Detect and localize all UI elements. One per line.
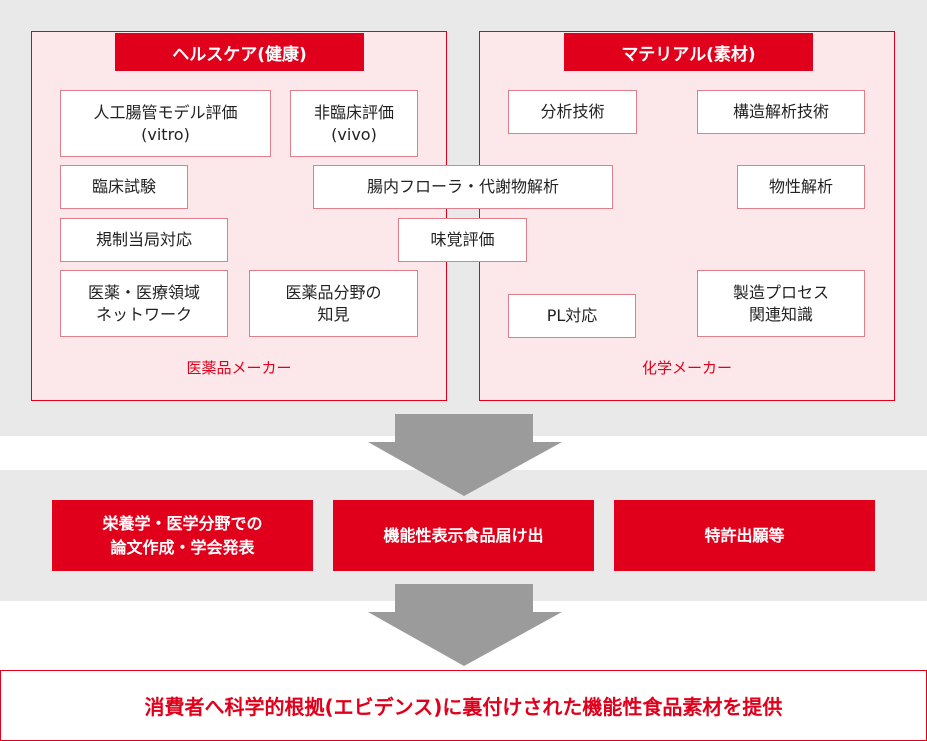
healthcare-panel [31,31,447,401]
material-item-physical: 物性解析 [737,165,865,209]
outcome-functional-food-notification: 機能性表示食品届け出 [333,500,594,571]
healthcare-footer: 医薬品メーカー [186,359,292,377]
material-title: マテリアル(素材) [564,33,813,71]
health-item-network: 医薬・医療領域 ネットワーク [60,270,228,337]
down-arrow-icon [368,584,562,666]
healthcare-title: ヘルスケア(健康) [115,33,364,71]
health-item-vivo: 非臨床評価 (vivo) [290,90,418,157]
health-item-clinical: 臨床試験 [60,165,188,209]
down-arrow-icon [368,414,562,496]
outcome-patent: 特許出願等 [614,500,875,571]
health-item-regulatory: 規制当局対応 [60,218,228,262]
shared-item-taste: 味覚評価 [398,218,527,262]
material-panel [479,31,895,401]
material-item-pl: PL対応 [508,294,636,338]
material-item-process: 製造プロセス 関連知識 [697,270,865,337]
health-item-knowledge: 医薬品分野の 知見 [249,270,418,337]
material-item-structure: 構造解析技術 [697,90,865,134]
material-footer: 化学メーカー [641,359,732,377]
outcome-paper-presentation: 栄養学・医学分野での 論文作成・学会発表 [52,500,313,571]
shared-item-flora: 腸内フローラ・代謝物解析 [313,165,613,209]
final-statement: 消費者へ科学的根拠(エビデンス)に裏付けされた機能性食品素材を提供 [0,670,927,741]
health-item-vitro: 人工腸管モデル評価 (vitro) [60,90,271,157]
material-item-analysis: 分析技術 [508,90,637,134]
